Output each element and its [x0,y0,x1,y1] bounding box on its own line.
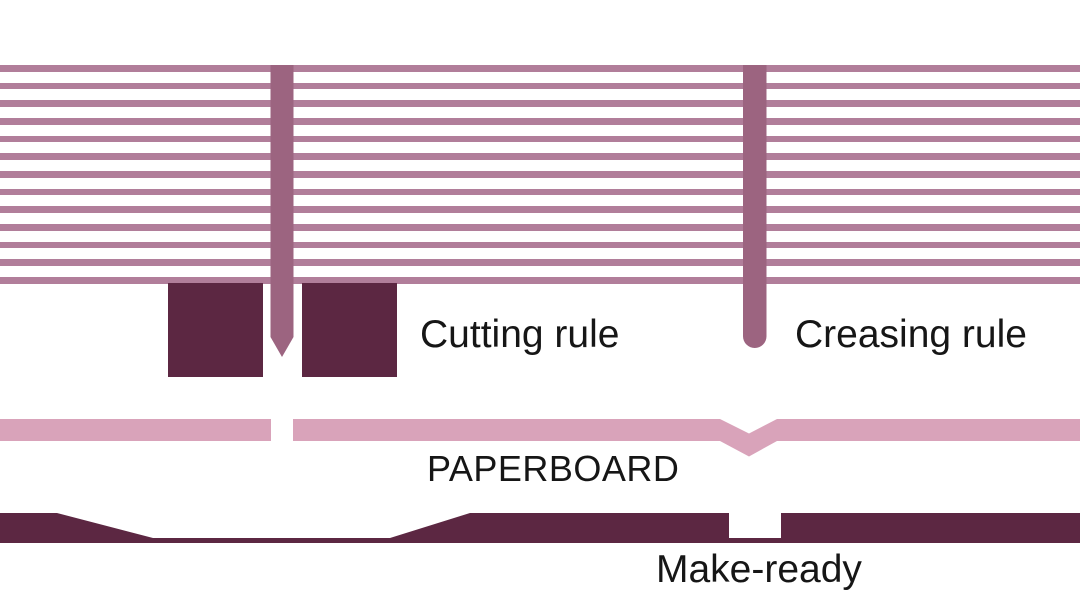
paperboard-label: PAPERBOARD [427,448,680,489]
paperboard-right [293,419,1080,457]
die-block-right [302,283,397,377]
die-block-left [168,283,263,377]
cutting-rule-blade [270,65,294,357]
make-ready-label: Make-ready [656,548,862,591]
cutting-rule-label: Cutting rule [420,313,620,356]
paperboard-left [0,419,271,441]
creasing-rule-bar [743,65,767,348]
creasing-rule-label: Creasing rule [795,313,1027,356]
make-ready-plate [0,513,1080,543]
